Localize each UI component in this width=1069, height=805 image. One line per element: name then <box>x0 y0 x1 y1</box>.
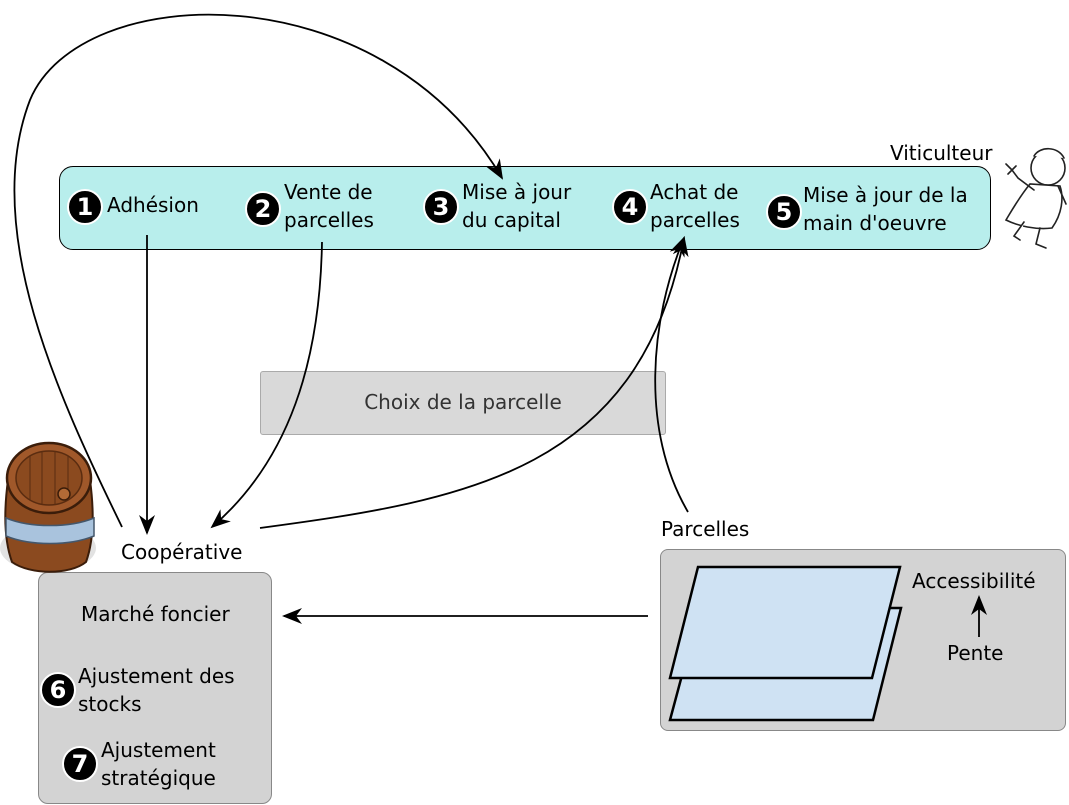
step-5-label-line1: Mise à jour de la <box>803 183 968 207</box>
arrow-parcelles-to-step4 <box>654 236 689 513</box>
step-7-label-line1: Ajustement <box>101 738 216 762</box>
choix-parcelle-box <box>260 371 666 435</box>
step-2-badge: 2 <box>245 191 281 227</box>
step-4-label-line2: parcelles <box>650 208 740 232</box>
step-6-badge: 6 <box>40 672 76 708</box>
arrow-coop-to-step4 <box>259 236 689 529</box>
pente-label: Pente <box>947 641 1004 665</box>
step-4-badge: 4 <box>612 189 648 225</box>
barrel-icon <box>0 441 96 573</box>
viticulteur-process-box <box>59 166 991 250</box>
accessibilite-label: Accessibilité <box>912 569 1036 593</box>
step-7-label-line2: stratégique <box>101 766 216 790</box>
step-3-label-line1: Mise à jour <box>462 180 572 204</box>
marche-foncier-label: Marché foncier <box>81 602 230 626</box>
step-7-badge: 7 <box>62 746 98 782</box>
step-5-badge: 5 <box>766 194 802 230</box>
step-5-label-line2: main d'oeuvre <box>803 211 947 235</box>
step-6-label-line1: Ajustement des <box>78 664 235 688</box>
step-2-label-line2: parcelles <box>284 208 374 232</box>
arrow-coop-to-step3 <box>13 13 504 528</box>
choix-parcelle-label: Choix de la parcelle <box>364 390 562 414</box>
parcel-sheet-front <box>668 565 902 680</box>
step-6-label-line2: stocks <box>78 692 142 716</box>
step-3-label-line2: du capital <box>462 208 561 232</box>
step-1-badge: 1 <box>67 189 103 225</box>
step-2-label-line1: Vente de <box>284 180 373 204</box>
cooperative-label: Coopérative <box>121 540 243 564</box>
step-1-label: Adhésion <box>107 193 199 217</box>
step-4-label-line1: Achat de <box>650 180 739 204</box>
parcelles-label: Parcelles <box>661 517 750 541</box>
viticulteur-figure-icon <box>1004 147 1067 249</box>
step-3-badge: 3 <box>423 189 459 225</box>
arrow-step2-to-coop <box>210 241 323 529</box>
viticulteur-label: Viticulteur <box>890 141 993 165</box>
